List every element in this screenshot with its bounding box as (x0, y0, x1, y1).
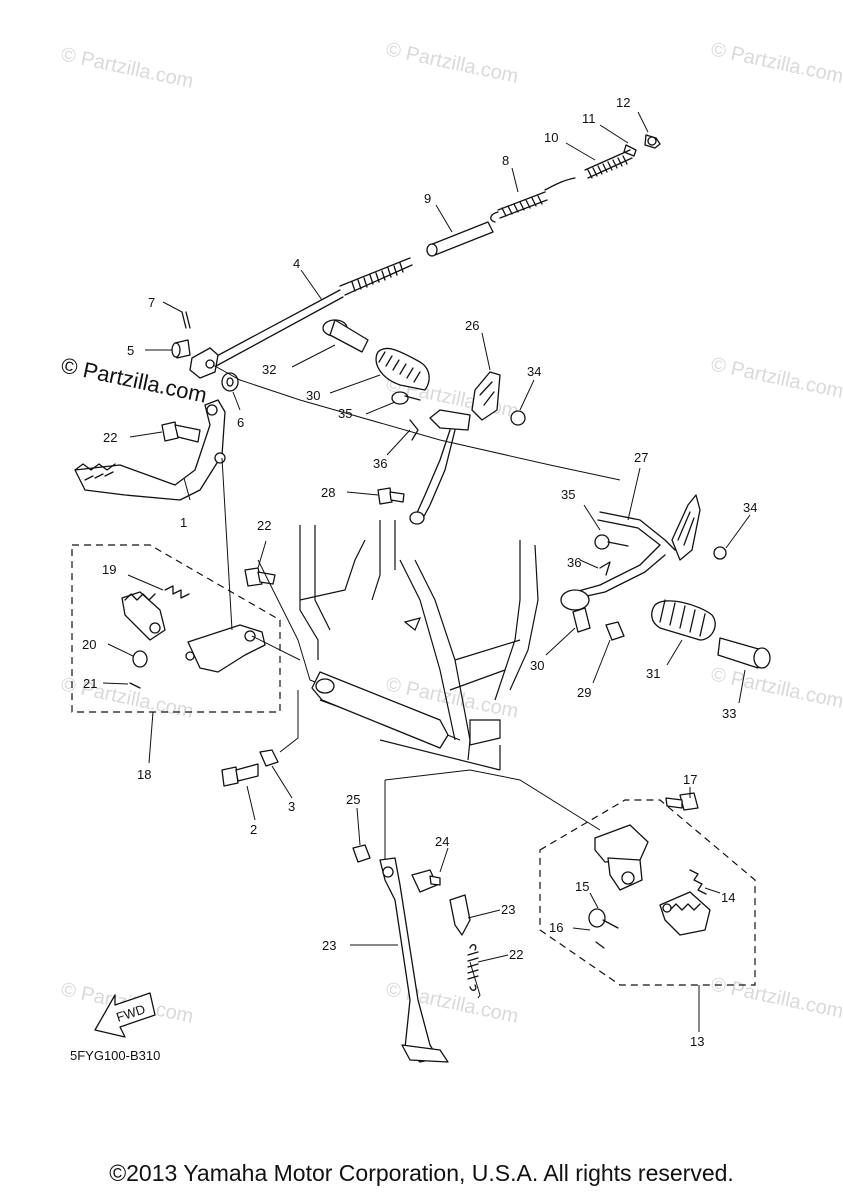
brake-pedal (74, 399, 226, 501)
callout: 6 (237, 415, 244, 430)
callout: 22 (509, 947, 523, 962)
callout: 15 (575, 879, 589, 894)
callout: 10 (544, 130, 558, 145)
callout: 19 (102, 562, 116, 577)
callout: 13 (690, 1034, 704, 1049)
callout: 36 (567, 555, 581, 570)
diagram-code: 5FYG100-B310 (70, 1048, 160, 1063)
callout: 17 (683, 772, 697, 787)
callout: 36 (373, 456, 387, 471)
callout: 5 (127, 343, 134, 358)
callout: 7 (148, 295, 155, 310)
clevis-pins (171, 311, 239, 392)
callout: 32 (262, 362, 276, 377)
callout: 12 (616, 95, 630, 110)
callout: 35 (338, 406, 352, 421)
left-footrest-bracket (409, 371, 526, 525)
callout: 25 (346, 792, 360, 807)
callout: 4 (293, 256, 300, 271)
watermark: © Partzilla.com (384, 978, 520, 1028)
watermark-dark: © Partzilla.com (59, 352, 209, 407)
callout: 34 (527, 364, 541, 379)
callout: 27 (634, 450, 648, 465)
right-footpeg-assembly (539, 792, 756, 986)
callout: 29 (577, 685, 591, 700)
watermarks: © Partzilla.com © Partzilla.com © Partzi… (59, 38, 843, 1028)
callout: 35 (561, 487, 575, 502)
callout: 22 (257, 518, 271, 533)
watermark: © Partzilla.com (709, 973, 843, 1023)
callout: 18 (137, 767, 151, 782)
callouts: 12 11 10 8 9 4 7 5 6 22 1 32 30 35 36 26… (82, 95, 757, 1049)
callout: 21 (83, 676, 97, 691)
callout: 2 (250, 822, 257, 837)
callout: 30 (530, 658, 544, 673)
callout: 26 (465, 318, 479, 333)
callout: 28 (321, 485, 335, 500)
callout: 23 (322, 938, 336, 953)
bolt-22-middle (244, 567, 276, 587)
right-footrest-parts (572, 599, 771, 669)
frame-outline (299, 520, 539, 771)
watermark: © Partzilla.com (709, 38, 843, 88)
callout: 30 (306, 388, 320, 403)
copyright-notice: ©2013 Yamaha Motor Corporation, U.S.A. A… (109, 1160, 734, 1186)
watermark: © Partzilla.com (384, 38, 520, 88)
left-footrest (322, 319, 430, 441)
fwd-arrow: FWD (94, 992, 156, 1038)
bolt-22-upper (161, 421, 201, 443)
callout: 3 (288, 799, 295, 814)
watermark: © Partzilla.com (59, 673, 195, 723)
sidestand-assembly (352, 844, 479, 1063)
callout: 31 (646, 666, 660, 681)
leader-lines (102, 111, 751, 1032)
left-footpeg-assembly (71, 544, 281, 713)
callout: 16 (549, 920, 563, 935)
callout: 20 (82, 637, 96, 652)
callout: 24 (435, 834, 449, 849)
watermark: © Partzilla.com (59, 43, 195, 93)
bolt-30-upper (377, 487, 405, 505)
right-footrest (560, 494, 727, 611)
rod-end-parts (490, 134, 661, 223)
callout: 9 (424, 191, 431, 206)
callout: 22 (103, 430, 117, 445)
callout: 33 (722, 706, 736, 721)
callout: 1 (180, 515, 187, 530)
callout: 8 (502, 153, 509, 168)
bolt-and-nut (221, 749, 279, 787)
callout: 11 (582, 111, 596, 126)
callout: 14 (721, 890, 735, 905)
watermark: © Partzilla.com (709, 353, 843, 403)
brake-rod (189, 221, 494, 379)
callout: 34 (743, 500, 757, 515)
callout: 23 (501, 902, 515, 917)
